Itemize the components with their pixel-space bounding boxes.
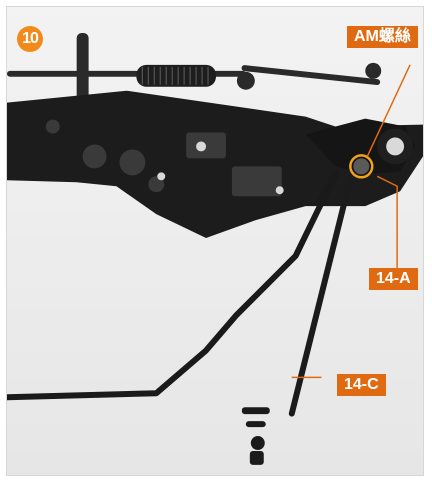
label-part-14a: 14-A xyxy=(369,268,418,290)
rod-14c xyxy=(241,174,354,465)
callout-line-14a xyxy=(376,175,398,268)
assembly-photo xyxy=(7,7,423,475)
spring-rod xyxy=(7,33,382,103)
bent-wire xyxy=(7,171,339,401)
label-am-screw: AM螺絲 xyxy=(347,26,418,48)
label-part-14c: 14-C xyxy=(337,374,386,396)
step-number: 10 xyxy=(22,30,39,47)
screw-highlight-ring xyxy=(349,154,374,179)
pivot-arm xyxy=(305,118,416,175)
photo-frame: 10 AM螺絲 14-A 14-C xyxy=(6,6,424,476)
callout-line-am xyxy=(366,64,411,157)
step-number-badge: 10 xyxy=(17,26,43,52)
